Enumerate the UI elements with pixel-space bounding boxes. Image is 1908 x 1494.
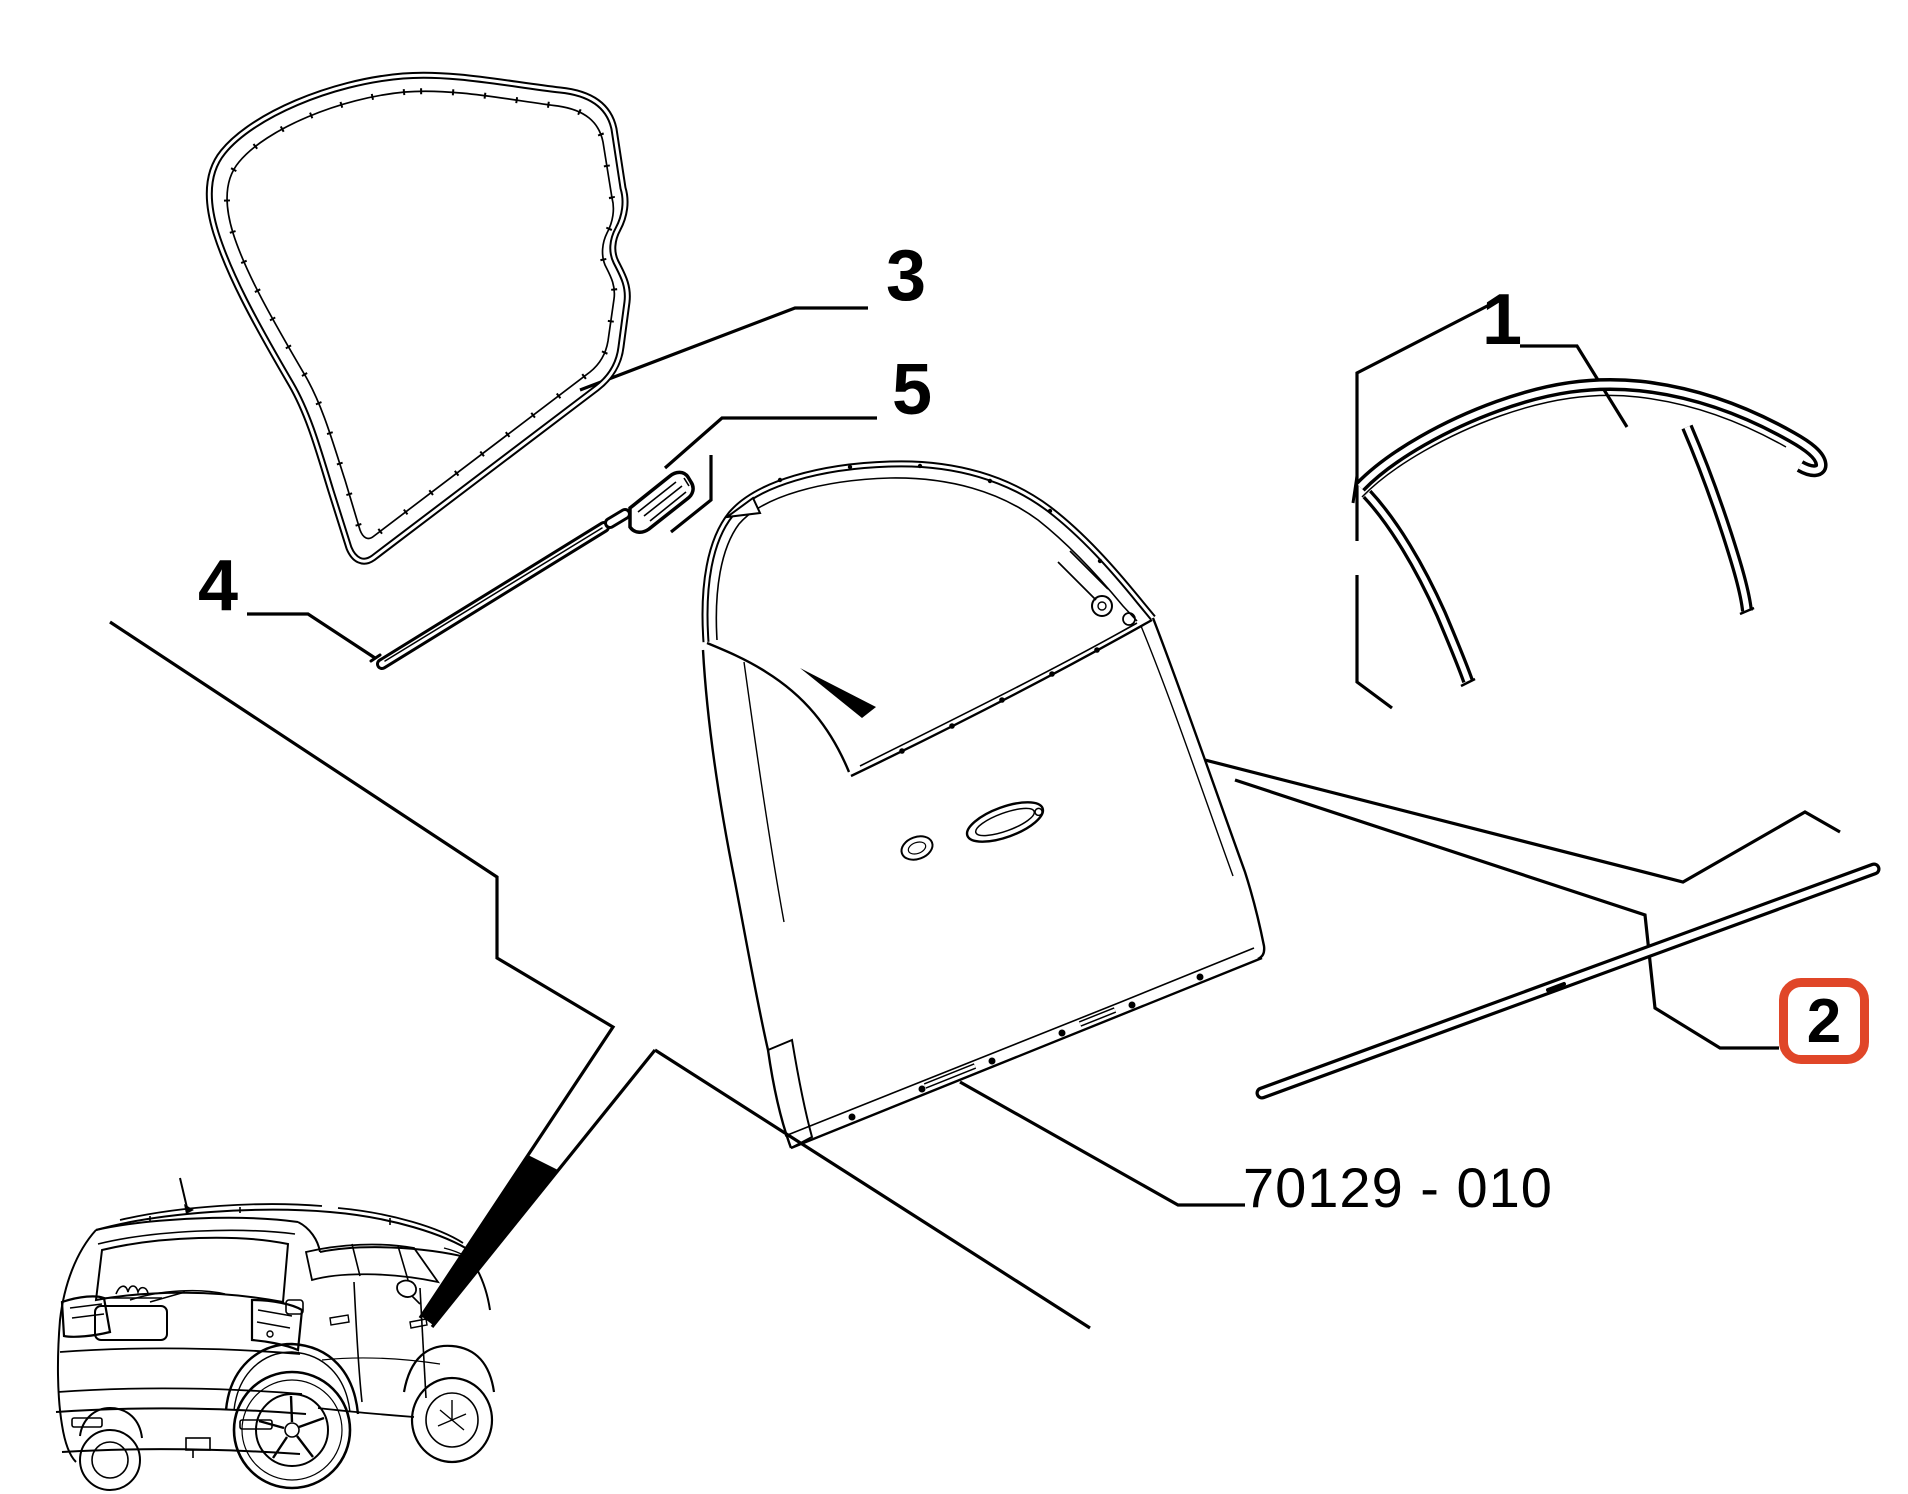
callout-1[interactable]: 1	[1482, 280, 1523, 360]
leader-bracket-1-right	[1520, 344, 1629, 428]
door-aperture-seal-drawing	[205, 71, 631, 565]
callout-5[interactable]: 5	[892, 350, 933, 430]
taillight-left	[60, 1295, 112, 1338]
leader-callout-4	[247, 612, 376, 660]
leader-strip-2-upper	[1204, 758, 1841, 884]
front-wheel	[410, 1376, 494, 1464]
leader-callout-5	[663, 416, 877, 470]
callout-4[interactable]: 4	[198, 546, 239, 626]
jeep-script	[115, 1285, 149, 1295]
taillight-right	[250, 1298, 304, 1352]
side-mirror	[396, 1279, 417, 1298]
door-handle-recess	[965, 801, 1045, 843]
vehicle-drawing	[55, 1177, 496, 1491]
vehicle-pointer-tip	[421, 1155, 558, 1325]
leader-vehicle-pointer-b	[430, 1048, 657, 1329]
leader-bracket-5	[670, 455, 713, 534]
door-handle-hole	[900, 835, 934, 861]
belt-clip-drawing	[628, 470, 695, 534]
callout-2-highlighted-badge[interactable]: 2	[1779, 978, 1869, 1064]
door-panel-drawing	[701, 460, 1266, 1150]
sill-holes	[848, 973, 1204, 1121]
glass-run-seal-drawing	[1351, 377, 1828, 688]
part-code: 70129 - 010	[1243, 1156, 1553, 1219]
rear-wheel	[232, 1370, 352, 1490]
belt-bolts	[777, 463, 1103, 754]
front-wheel-arch	[402, 1344, 496, 1393]
leader-lines	[109, 299, 1841, 1330]
leader-callout-3	[579, 306, 868, 392]
leader-vehicle-pointer-a	[109, 620, 616, 1319]
leader-callout-2	[1234, 778, 1779, 1050]
license-plate-recess	[94, 1305, 168, 1341]
outer-belt-weatherstrip-drawing	[1255, 862, 1881, 1100]
rear-wheel-arch	[224, 1342, 360, 1415]
leader-long-bottom	[654, 1048, 1091, 1330]
inner-belt-weatherstrip-drawing	[369, 508, 631, 670]
callout-3[interactable]: 3	[886, 236, 927, 316]
leader-part-code	[959, 1080, 1245, 1207]
